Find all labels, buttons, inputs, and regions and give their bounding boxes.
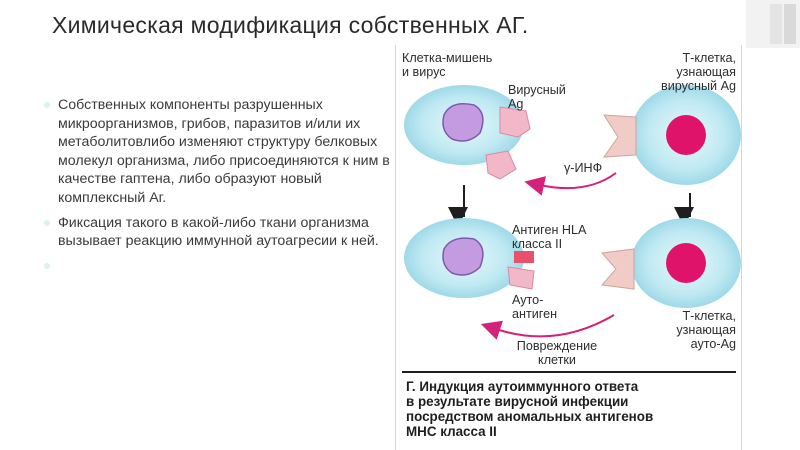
caption-divider <box>402 371 736 373</box>
damage-arrow <box>480 314 615 340</box>
diagram-caption: Г. Индукция аутоиммунного ответа в резул… <box>406 379 654 439</box>
t-cell-top <box>631 85 741 185</box>
autoantigen-label: Ауто- антиген <box>512 293 558 321</box>
slide-title: Химическая модификация собственных АГ. <box>52 12 529 38</box>
bullet-item <box>44 257 394 271</box>
autoimmune-diagram: Клетка-мишень и вирус Т-клетка, узнающая… <box>395 45 742 450</box>
hla-label: Антиген HLA класса II <box>512 223 587 251</box>
t-cell-viral-label: Т-клетка, узнающая вирусный Ag <box>661 51 736 93</box>
bullet-list: Собственных компоненты разрушенных микро… <box>44 96 394 277</box>
corner-decoration <box>746 0 800 48</box>
viral-antigen-lower-shape <box>485 150 517 180</box>
autoantigen-shape <box>507 266 535 290</box>
diagram-graphics <box>404 85 741 340</box>
viral-ag-label: Вирусный Ag <box>508 83 566 111</box>
t-cell-receptor-top <box>602 114 637 158</box>
viral-antigen-shape <box>499 106 531 138</box>
target-cell-top <box>404 85 524 165</box>
ifn-arrow <box>524 172 617 196</box>
bullet-item: Фиксация такого в какой-либо ткани орган… <box>44 214 394 251</box>
ifn-label: γ-ИНФ <box>564 161 603 175</box>
target-cell-bottom <box>404 218 524 298</box>
t-cell-auto-label: Т-клетка, узнающая ауто-Ag <box>676 309 736 351</box>
target-cell-label: Клетка-мишень и вирус <box>402 51 493 79</box>
damage-label: Повреждение клетки <box>516 339 598 367</box>
hla-antigen-shape <box>514 251 534 263</box>
t-cell-bottom <box>631 218 741 308</box>
bullet-item: Собственных компоненты разрушенных микро… <box>44 96 394 208</box>
t-cell-receptor-bottom <box>601 248 635 290</box>
